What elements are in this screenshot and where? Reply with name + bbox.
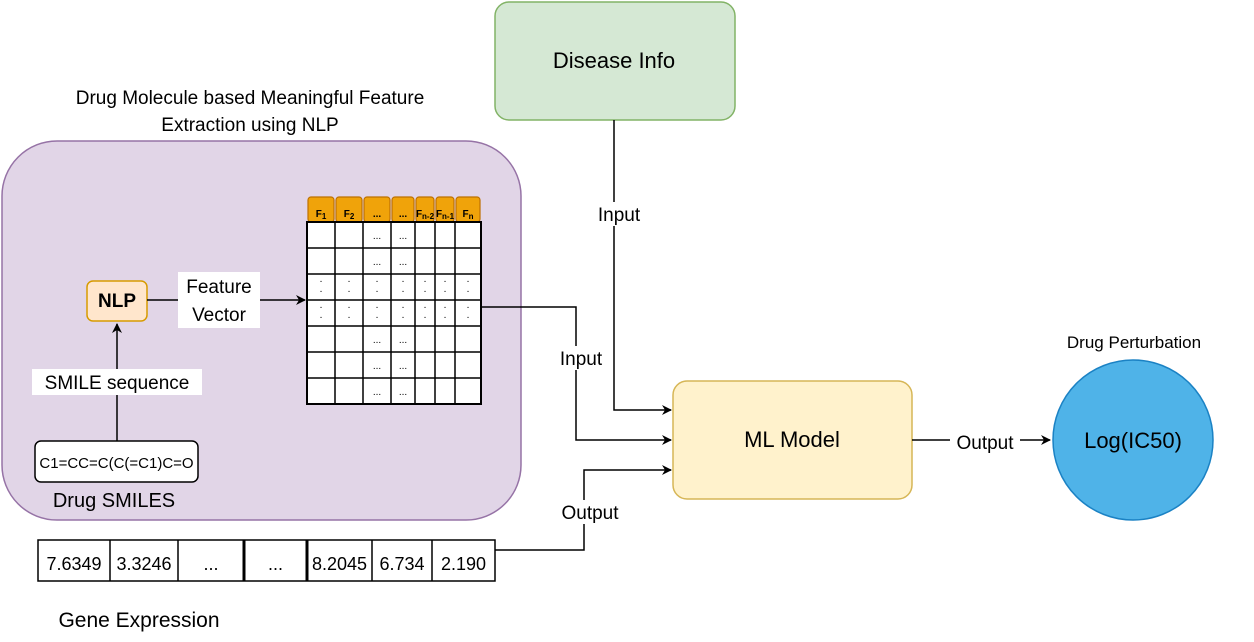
- feature-cell-dot: .: [424, 284, 427, 295]
- gene-output-label-bg: [554, 500, 626, 524]
- feature-input-label-bg: [554, 346, 608, 370]
- feature-header-label: Fn: [463, 209, 474, 221]
- feature-cell-ellipsis: ...: [399, 361, 407, 372]
- feature-cell-dot: .: [402, 284, 405, 295]
- feature-cell-dot: .: [467, 284, 470, 295]
- feature-to-model-connector: [481, 306, 672, 445]
- feature-cell-dot: .: [424, 300, 427, 311]
- feature-cell-ellipsis: ...: [399, 387, 407, 398]
- gene-value-cell: 8.2045: [312, 554, 367, 574]
- feature-cell-dot: .: [444, 300, 447, 311]
- feature-cell-dot: .: [467, 310, 470, 321]
- feature-cell-dot: .: [467, 300, 470, 311]
- feature-header-label: F2: [344, 209, 355, 221]
- feature-cell-dot: .: [320, 274, 323, 285]
- feature-cell-dot: .: [402, 274, 405, 285]
- feature-cell-ellipsis: ...: [373, 231, 381, 242]
- feature-cell-dot: .: [348, 300, 351, 311]
- feature-matrix-body: [306, 221, 482, 405]
- feature-cell-ellipsis: ...: [399, 231, 407, 242]
- feature-vector-label-line2: Vector: [192, 305, 247, 326]
- nlp-label: NLP: [98, 291, 136, 312]
- smiles-string: C1=CC=C(C(=C1)C=O: [39, 455, 193, 472]
- feature-header-label: ...: [399, 209, 408, 220]
- model-output-label-bg: [950, 430, 1020, 454]
- feature-cell-dot: .: [376, 300, 379, 311]
- feature-cell-dot: .: [424, 310, 427, 321]
- feature-cell-dot: .: [444, 310, 447, 321]
- feature-cell-dot: .: [402, 300, 405, 311]
- log-ic50-label: Log(IC50): [1084, 428, 1182, 453]
- nlp-box: [86, 280, 148, 322]
- feature-cell-dot: .: [348, 274, 351, 285]
- nlp-region-title-line1: Drug Molecule based Meaningful Feature: [76, 88, 425, 109]
- gene-value-cell: 7.6349: [46, 554, 101, 574]
- feature-cell-dot: .: [376, 284, 379, 295]
- feature-cell-ellipsis: ...: [399, 257, 407, 268]
- feature-vector-label-bg: [178, 272, 260, 328]
- disease-input-label: Input: [598, 205, 641, 226]
- feature-header-label: F1: [316, 209, 327, 221]
- feature-header-label: Fn-1: [436, 209, 455, 221]
- feature-cell-dot: .: [424, 274, 427, 285]
- gene-value-cell: ...: [203, 554, 218, 574]
- feature-cell-dot: .: [348, 284, 351, 295]
- feature-cell-ellipsis: ...: [373, 387, 381, 398]
- feature-cell-dot: .: [348, 310, 351, 321]
- nlp-region-title-line2: Extraction using NLP: [161, 115, 338, 136]
- feature-cell-ellipsis: ...: [373, 257, 381, 268]
- smile-sequence-label: SMILE sequence: [45, 373, 190, 394]
- feature-cell-dot: .: [444, 284, 447, 295]
- gene-value-cell: 3.3246: [116, 554, 171, 574]
- feature-cell-dot: .: [376, 310, 379, 321]
- disease-info-box: [494, 1, 736, 121]
- feature-cell-dot: .: [402, 310, 405, 321]
- feature-cell-dot: .: [320, 284, 323, 295]
- drug-smiles-label: Drug SMILES: [53, 490, 175, 512]
- gene-output-label: Output: [561, 503, 619, 524]
- gene-value-cell: ...: [268, 554, 283, 574]
- model-output-label: Output: [956, 433, 1014, 454]
- feature-cell-dot: .: [320, 300, 323, 311]
- feature-vector-label-line1: Feature: [186, 277, 251, 298]
- feature-input-label: Input: [560, 349, 603, 370]
- feature-cell-dot: .: [444, 274, 447, 285]
- drug-perturbation-title: Drug Perturbation: [1067, 333, 1201, 352]
- feature-cell-ellipsis: ...: [399, 335, 407, 346]
- feature-cell-ellipsis: ...: [373, 335, 381, 346]
- gene-value-cell: 6.734: [379, 554, 424, 574]
- disease-info-label: Disease Info: [553, 48, 675, 73]
- disease-input-label-bg: [592, 202, 644, 226]
- gene-vector-frame: [37, 539, 496, 582]
- feature-cell-dot: .: [320, 310, 323, 321]
- feature-cell-dot: .: [467, 274, 470, 285]
- disease-to-model-connector: [613, 120, 672, 415]
- feature-header-label: ...: [373, 209, 382, 220]
- gene-expression-label: Gene Expression: [58, 609, 219, 632]
- log-ic50-circle: [1052, 359, 1214, 521]
- feature-cell-ellipsis: ...: [373, 361, 381, 372]
- feature-cell-dot: .: [376, 274, 379, 285]
- feature-header-label: Fn-2: [416, 209, 435, 221]
- ml-model-label: ML Model: [744, 427, 840, 452]
- gene-value-cell: 2.190: [441, 554, 486, 574]
- smile-sequence-label-bg: [32, 369, 202, 395]
- gene-expression-vector: 7.6349 3.3246...... 8.2045 6.734 2.190: [37, 539, 496, 582]
